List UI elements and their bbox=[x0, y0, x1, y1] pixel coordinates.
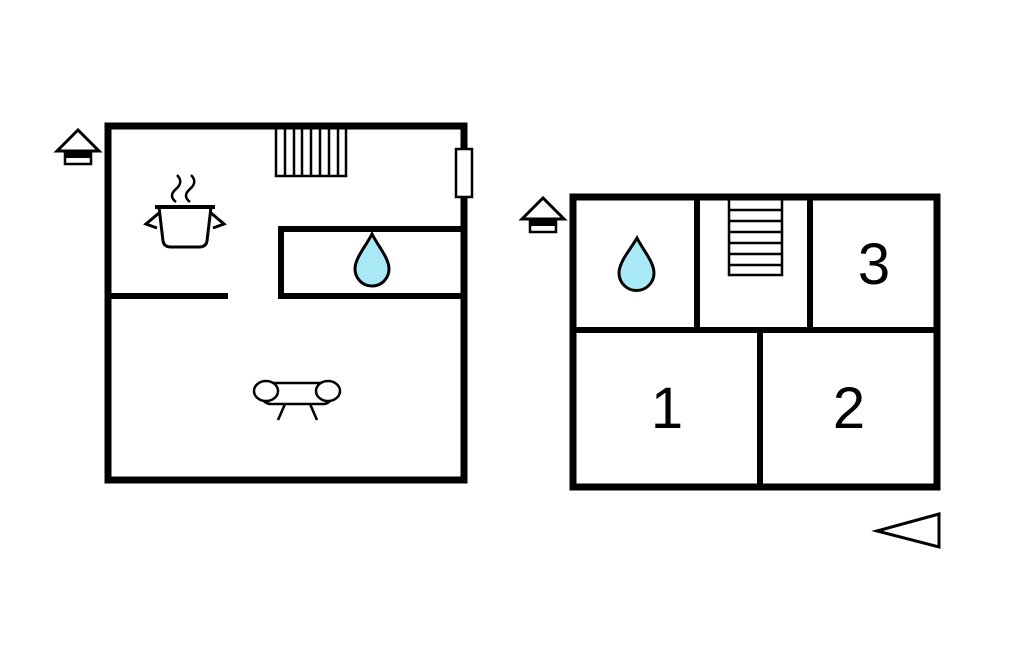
room-label-1: 1 bbox=[651, 376, 683, 441]
upper-floor-plan: 1 2 3 bbox=[569, 193, 941, 491]
water-drop-icon bbox=[353, 230, 391, 288]
sofa-icon bbox=[252, 379, 342, 421]
room-label-2: 2 bbox=[833, 376, 865, 441]
room-label-3: 3 bbox=[858, 232, 890, 297]
entrance-house-icon bbox=[55, 128, 101, 166]
water-drop-icon bbox=[617, 234, 656, 292]
upper-floor-outer-walls bbox=[569, 193, 941, 491]
ground-floor-outer-walls bbox=[104, 122, 468, 484]
stove-icon bbox=[143, 174, 227, 249]
ground-floor-plan bbox=[104, 122, 474, 484]
entrance-house-icon bbox=[520, 196, 566, 234]
ground-floor-interior-room bbox=[278, 226, 467, 299]
stairs-icon bbox=[274, 125, 348, 178]
steam-line-icon bbox=[170, 174, 182, 203]
triangle-left-icon bbox=[871, 512, 941, 549]
steam-line-icon bbox=[184, 174, 196, 203]
window-icon bbox=[454, 147, 474, 199]
stairs-icon bbox=[727, 197, 784, 277]
